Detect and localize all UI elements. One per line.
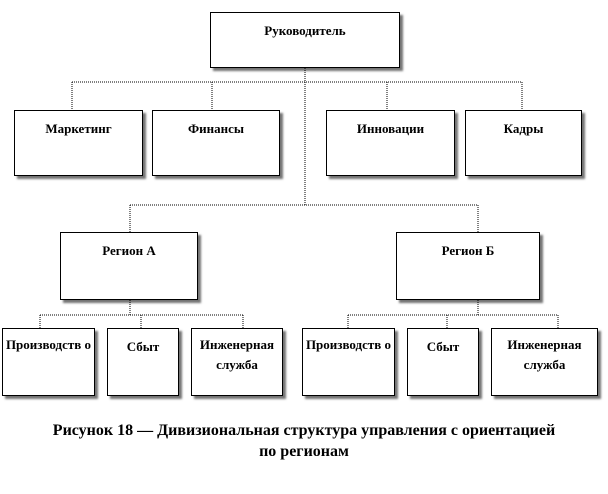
node-region-b: Регион Б [396,232,540,300]
node-region-a-production: Производств о [2,328,95,396]
node-marketing-label: Маркетинг [45,121,112,136]
node-region-a-sales: Сбыт [107,328,179,396]
node-region-a-engineering: Инженерная служба [191,328,283,396]
figure-caption-line-1: Рисунок 18 — Дивизиональная структура уп… [52,422,556,439]
node-head: Руководитель [210,12,400,68]
node-region-a-label: Регион А [102,243,156,258]
node-region-b-production-label: Производств о [305,337,392,352]
node-finance-label: Финансы [187,121,245,136]
figure-caption-line-2: по регионам [259,443,349,460]
node-finance: Финансы [152,110,280,176]
node-region-b-production: Производств о [302,328,395,396]
node-head-label: Руководитель [264,23,346,38]
node-region-a-production-label: Производств о [5,337,92,352]
node-innovation: Инновации [326,110,455,176]
node-innovation-label: Инновации [356,121,425,136]
node-region-b-engineering: Инженерная служба [491,328,598,396]
node-region-a-engineering-label: Инженерная служба [199,337,275,372]
node-hr-label: Кадры [503,121,544,136]
node-marketing: Маркетинг [14,110,143,176]
node-region-b-sales-label: Сбыт [426,339,460,354]
node-region-b-engineering-label: Инженерная служба [507,337,582,372]
node-region-b-label: Регион Б [441,243,495,258]
node-region-a-sales-label: Сбыт [126,339,160,354]
node-hr: Кадры [465,110,582,176]
node-region-a: Регион А [60,232,198,300]
figure-caption: Рисунок 18 — Дивизиональная структура уп… [0,420,608,462]
node-region-b-sales: Сбыт [407,328,479,396]
